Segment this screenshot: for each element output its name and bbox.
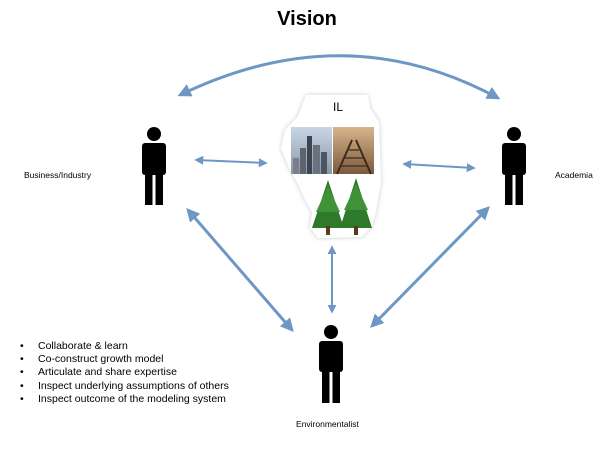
person-icon-academia — [502, 127, 526, 205]
page-title: Vision — [277, 8, 337, 30]
city-photo — [291, 127, 332, 174]
bullet-list: Collaborate & learn Co-construct growth … — [18, 340, 238, 406]
person-icon-environmentalist — [319, 325, 343, 403]
bullet-item: Inspect outcome of the modeling system — [18, 393, 238, 406]
bullet-item: Articulate and share expertise — [18, 366, 238, 379]
arrow-business-academia — [177, 54, 501, 100]
bullet-item: Inspect underlying assumptions of others — [18, 380, 238, 393]
arrow-academia-environmentalist — [370, 206, 490, 328]
node-label-environmentalist: Environmentalist — [296, 419, 359, 429]
bullet-item: Collaborate & learn — [18, 340, 238, 353]
bullet-item: Co-construct growth model — [18, 353, 238, 366]
node-label-academia: Academia — [555, 170, 593, 180]
map-label: IL — [333, 100, 344, 114]
node-label-business: Business/Industry — [24, 170, 92, 180]
illinois-map-icon — [281, 95, 381, 238]
person-icon-business — [142, 127, 166, 205]
arrow-business-illinois — [194, 155, 268, 168]
arrow-business-environmentalist — [186, 207, 294, 333]
arrow-illinois-academia — [402, 159, 476, 173]
pine-tree-icon — [312, 178, 372, 235]
railroad-photo — [333, 127, 374, 175]
